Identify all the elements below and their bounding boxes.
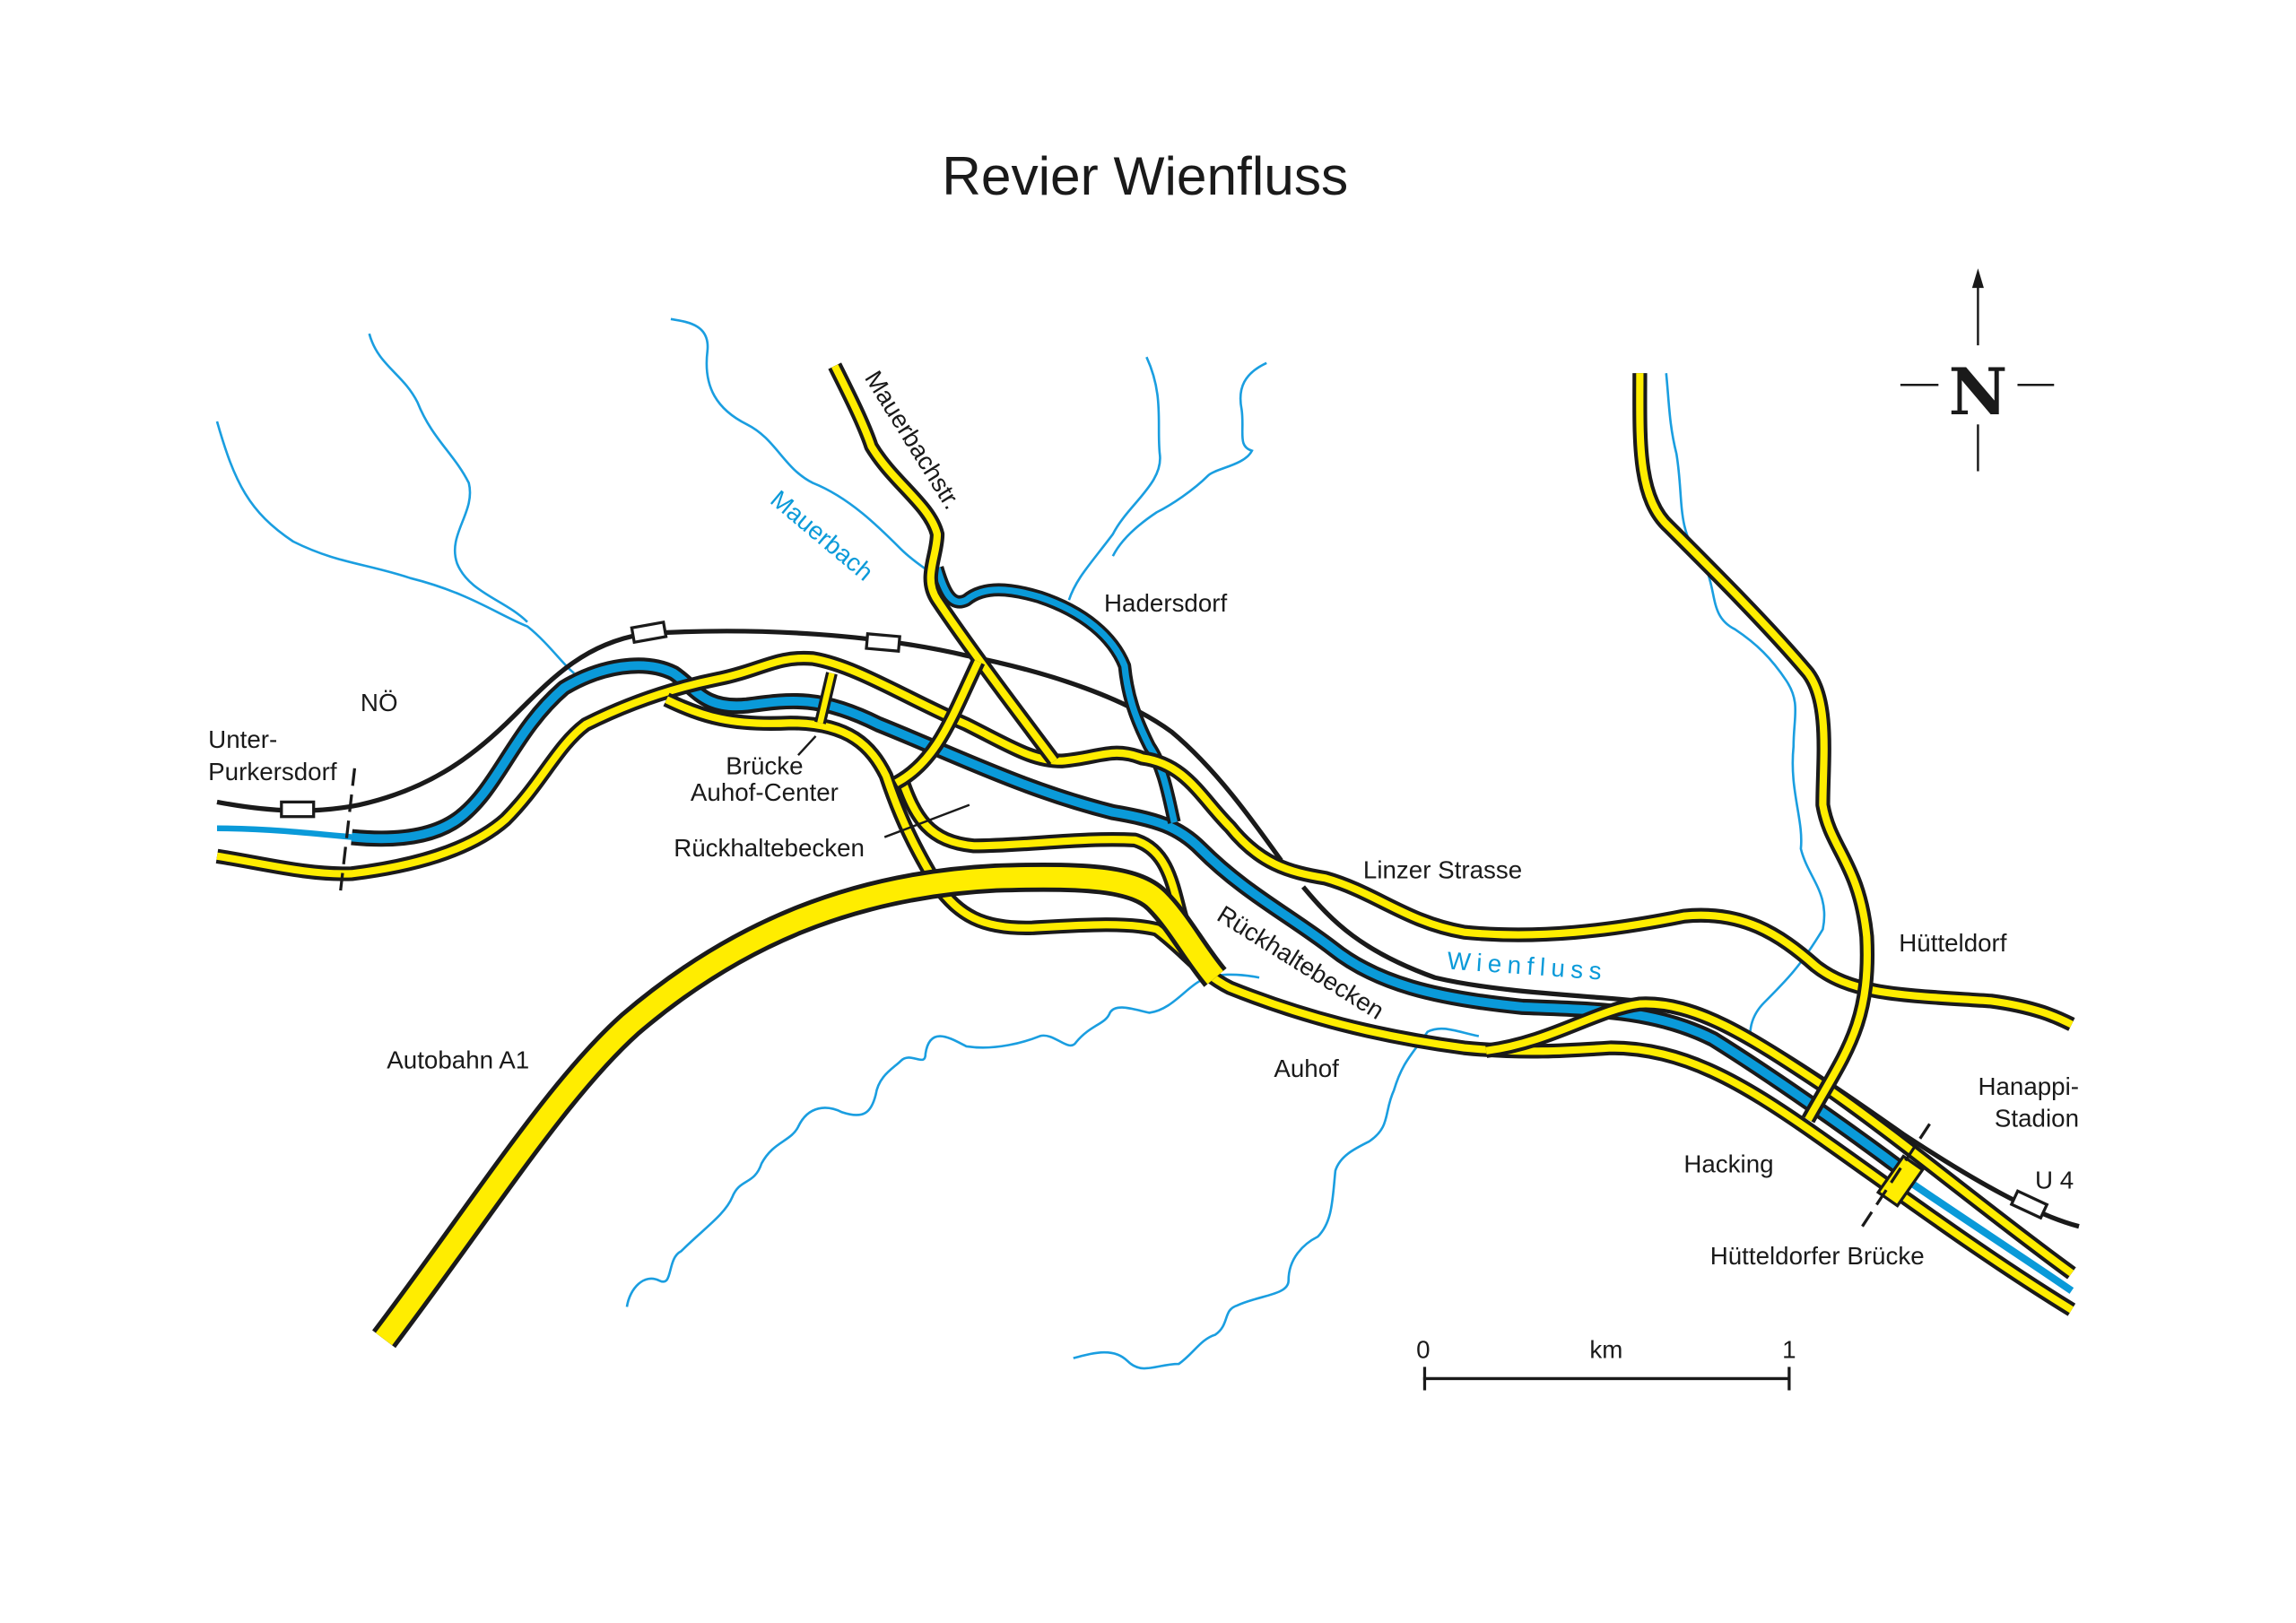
stream-south-2 [1073, 1027, 1480, 1370]
label-bruecke-auhof-center: Auhof-Center [691, 778, 839, 806]
label-hanappi-stadion: Hanappi- [1978, 1072, 2079, 1100]
railway-westbahn [216, 621, 1283, 863]
stream-hadersdorf-2 [1111, 361, 1267, 557]
label-autobahn-a1: Autobahn A1 [387, 1046, 529, 1073]
railway-line [216, 629, 1283, 863]
railway-station-icon [280, 800, 316, 819]
label-auhof: Auhof [1274, 1055, 1339, 1082]
road-linzer-strasse [215, 650, 2075, 1031]
label-rueckhaltebecken: Rückhaltebecken [674, 834, 865, 862]
label-noe: NÖ [361, 689, 398, 716]
boundary-line-west [338, 768, 357, 897]
road-autobahn-a1 [372, 862, 1227, 1349]
label-linzer-strasse: Linzer Strasse [1363, 855, 1522, 883]
label-unter-purkersdorf: Unter- [208, 725, 277, 753]
leader-line-rueckhaltebecken [883, 803, 970, 838]
stream-hadersdorf [1067, 356, 1161, 601]
scale-bar-start: 0 [1416, 1336, 1430, 1364]
label-unter-purkersdorf: Purkersdorf [208, 758, 337, 785]
u4-station-icon [2009, 1189, 2049, 1220]
roads [215, 362, 2076, 1349]
scale-bar-end: 1 [1782, 1336, 1796, 1364]
label-hanappi-stadion: Stadion [1995, 1105, 2079, 1133]
road-huetteldorf [1632, 373, 1875, 1124]
stream-nw-1 [215, 421, 576, 674]
railway-station-icon [865, 632, 901, 653]
label-mauerbach: Mauerbach [765, 485, 878, 586]
map-title: Revier Wienfluss [942, 145, 1348, 206]
streams [215, 317, 1826, 1370]
label-wienfluss: Wienfluss [1447, 947, 1609, 985]
road-hacking [1484, 996, 2076, 1280]
road-mauerbachstrasse [814, 362, 1061, 790]
north-arrow: N [1900, 268, 2055, 472]
stream-mauerbach [670, 317, 938, 579]
mauerbach-river [930, 566, 1181, 824]
railway-station-icon [630, 621, 668, 645]
label-bruecke-auhof-center: Brücke [726, 751, 803, 779]
stream-nw-2 [368, 333, 528, 623]
label-hadersdorf: Hadersdorf [1104, 589, 1227, 617]
boundary-lines [338, 735, 1931, 1228]
huetteldorfer-bruecke [1875, 1154, 1925, 1208]
north-arrow-head-icon [1971, 268, 1984, 289]
scale-bar-unit: km [1589, 1336, 1622, 1364]
label-hacking: Hacking [1683, 1150, 1773, 1177]
label-huetteldorf: Hütteldorf [1899, 929, 2007, 957]
leader-line-bruecke [797, 735, 817, 756]
stream-south-1 [625, 973, 1260, 1307]
boundary-line-east [1861, 1123, 1931, 1228]
north-label: N [1949, 354, 2008, 430]
label-u4: U 4 [2035, 1166, 2074, 1193]
scale-bar: 0 km 1 [1416, 1336, 1796, 1391]
label-huetteldorfer-bruecke: Hütteldorfer Brücke [1710, 1242, 1925, 1270]
